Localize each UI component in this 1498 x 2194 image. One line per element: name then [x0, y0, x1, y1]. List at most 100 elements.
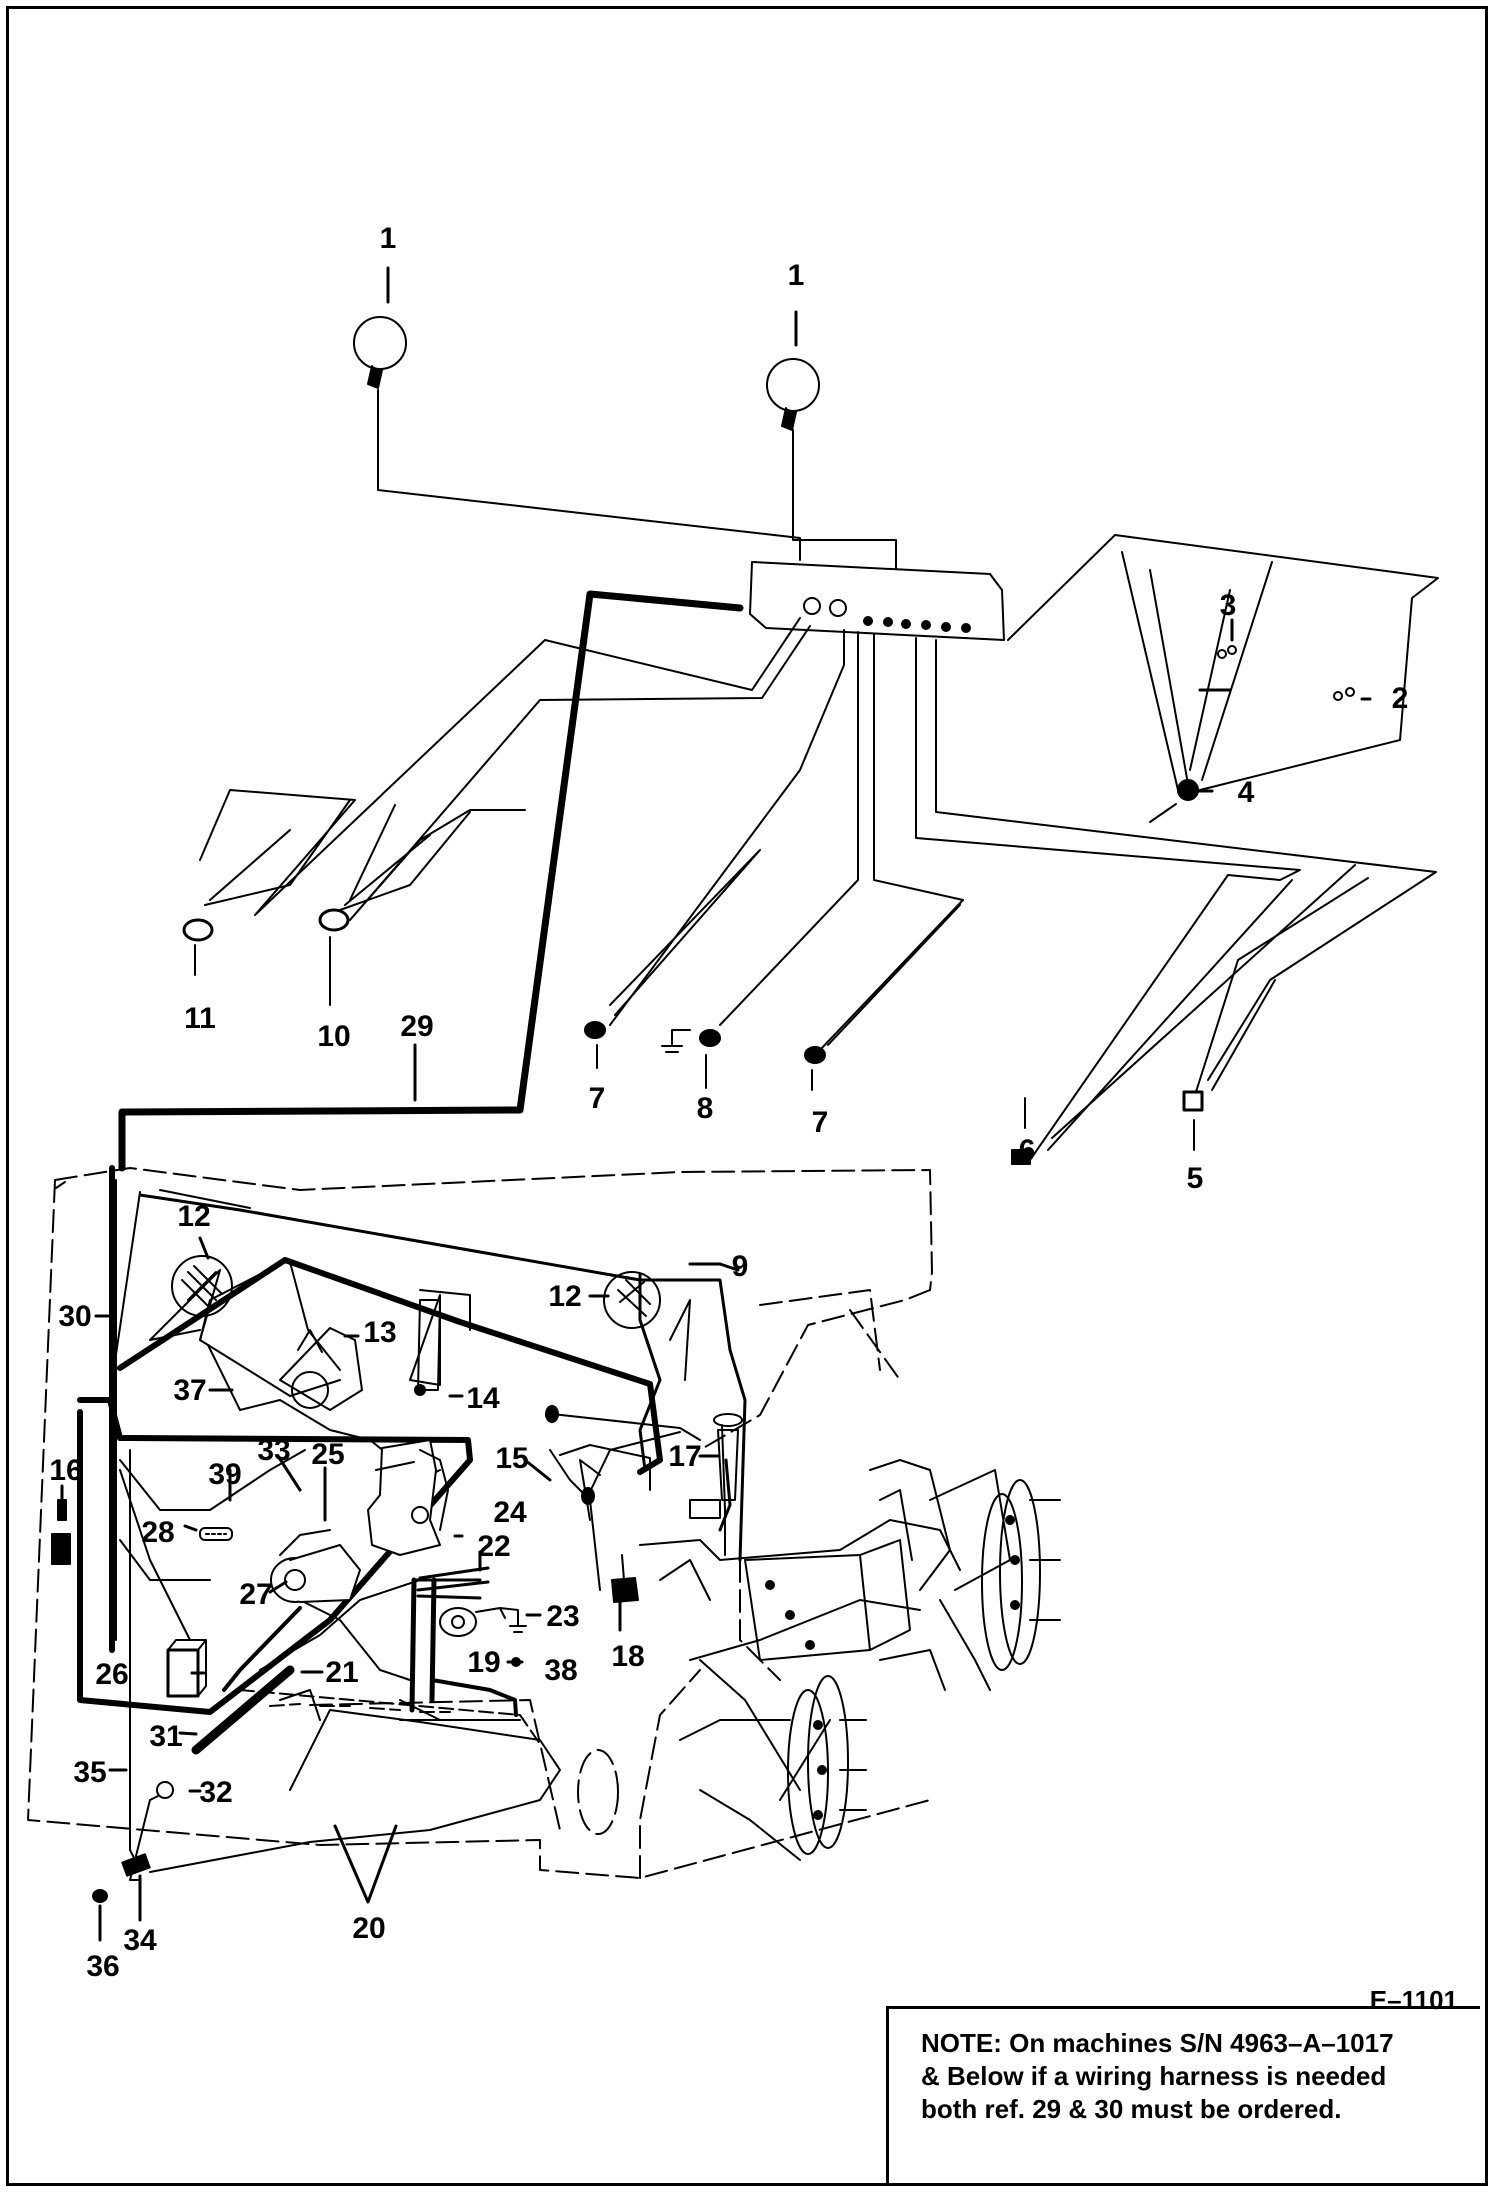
- callout-6: 6: [1019, 1134, 1036, 1167]
- harness: [719, 631, 859, 1026]
- callout-28: 28: [141, 1516, 174, 1549]
- starter-24: [367, 1439, 449, 1556]
- figure-frame: [6, 6, 1488, 2186]
- callout-14: 14: [466, 1382, 500, 1415]
- lamp-8: [661, 1029, 721, 1053]
- alternator-13: [279, 1327, 363, 1411]
- callout-39: 39: [208, 1458, 241, 1491]
- callout-4: 4: [1238, 776, 1255, 809]
- harness: [77, 1397, 473, 1715]
- connector-34: [121, 1853, 151, 1877]
- wire: [669, 1299, 691, 1381]
- callout-17: 17: [668, 1440, 701, 1473]
- work-light-left: [353, 316, 407, 389]
- switch-4: [1149, 779, 1199, 823]
- callout-10: 10: [317, 1020, 350, 1053]
- callout-11: 11: [184, 1002, 216, 1035]
- relay-16: [51, 1499, 71, 1565]
- harness: [1047, 864, 1356, 1151]
- callout-5: 5: [1187, 1162, 1204, 1195]
- callout-15: 15: [495, 1442, 528, 1475]
- leader-line: [333, 1824, 398, 1904]
- rear-light-12b: [603, 1271, 661, 1329]
- wire: [430, 1678, 518, 1717]
- wire: [549, 1449, 601, 1591]
- callout-25: 25: [311, 1438, 344, 1471]
- relay-26: [166, 1639, 207, 1698]
- wire: [409, 1577, 437, 1713]
- callout-1a: 1: [380, 222, 397, 255]
- callout-7b: 7: [812, 1106, 829, 1139]
- callout-38: 38: [544, 1654, 577, 1687]
- callout-9: 9: [732, 1250, 749, 1283]
- callout-labels: 1 1 3 2 4 11 10 29 7 8 7 6 5 12 9 12 30 …: [49, 222, 1408, 1983]
- cable-22: [416, 1566, 490, 1592]
- wire: [259, 1579, 421, 1671]
- wire: [299, 1599, 411, 1681]
- callout-12a: 12: [177, 1200, 210, 1233]
- harness: [199, 617, 801, 916]
- rear-light-12a: [171, 1255, 233, 1317]
- callout-12b: 12: [548, 1280, 581, 1313]
- callout-35: 35: [73, 1756, 106, 1789]
- harness: [339, 804, 471, 911]
- switch-18: [611, 1554, 639, 1603]
- wire: [149, 1269, 221, 1341]
- callout-1b: 1: [788, 259, 805, 292]
- harness: [609, 629, 845, 1026]
- callout-18: 18: [611, 1640, 644, 1673]
- callout-36: 36: [86, 1950, 119, 1983]
- connector-5: [1182, 1090, 1204, 1112]
- battery-tray: [239, 1689, 541, 1745]
- connector-6: [1011, 1149, 1031, 1165]
- switch-15: [545, 1405, 701, 1505]
- connector: [1333, 687, 1355, 701]
- callout-3: 3: [1220, 589, 1237, 622]
- figure-code: E–1101: [1369, 1985, 1458, 2015]
- wire: [419, 1289, 471, 1331]
- fuse-28: [199, 1527, 233, 1541]
- note-line-2: & Below if a wiring harness is needed: [921, 2061, 1387, 2091]
- callout-26: 26: [95, 1658, 128, 1691]
- harness: [1194, 877, 1369, 1096]
- harness: [819, 633, 964, 1051]
- work-light-right: [766, 358, 820, 431]
- wire: [412, 1578, 482, 1600]
- callout-16: 16: [49, 1454, 82, 1487]
- callout-37: 37: [173, 1374, 206, 1407]
- terminal-32: [156, 1781, 174, 1799]
- callout-23: 23: [546, 1600, 579, 1633]
- leader-lines: [60, 618, 1372, 1942]
- callout-19: 19: [467, 1646, 500, 1679]
- callout-33: 33: [257, 1434, 290, 1467]
- ordering-note: NOTE: On machines S/N 4963–A–1017 & Belo…: [886, 2006, 1480, 2184]
- cable-21: [222, 1606, 302, 1692]
- wire: [399, 1699, 441, 1721]
- wire: [718, 1458, 732, 1532]
- callout-8: 8: [697, 1092, 714, 1125]
- fuel-sender-14: [414, 1299, 441, 1396]
- callout-34: 34: [123, 1924, 157, 1957]
- wire: [109, 1189, 251, 1396]
- junction-box: [749, 561, 1005, 641]
- wire: [638, 1273, 662, 1472]
- callout-2: 2: [1392, 682, 1409, 715]
- lamp-7a: [584, 1021, 606, 1039]
- switch-10: [318, 908, 350, 932]
- callout-21: 21: [325, 1656, 358, 1689]
- lamp-7b: [804, 1046, 826, 1064]
- wire: [559, 1444, 651, 1491]
- callout-29: 29: [400, 1010, 433, 1043]
- axle-assembly: [639, 1459, 1061, 1861]
- harness: [138, 1193, 747, 1562]
- harness: [935, 639, 1437, 1081]
- switch-11: [182, 918, 214, 942]
- harness: [915, 637, 1301, 1161]
- callout-24: 24: [493, 1496, 527, 1529]
- harness-29: [118, 590, 744, 1172]
- callout-13: 13: [363, 1316, 396, 1349]
- harness: [117, 1257, 663, 1475]
- harness: [204, 799, 351, 906]
- bolt-36: [92, 1889, 108, 1903]
